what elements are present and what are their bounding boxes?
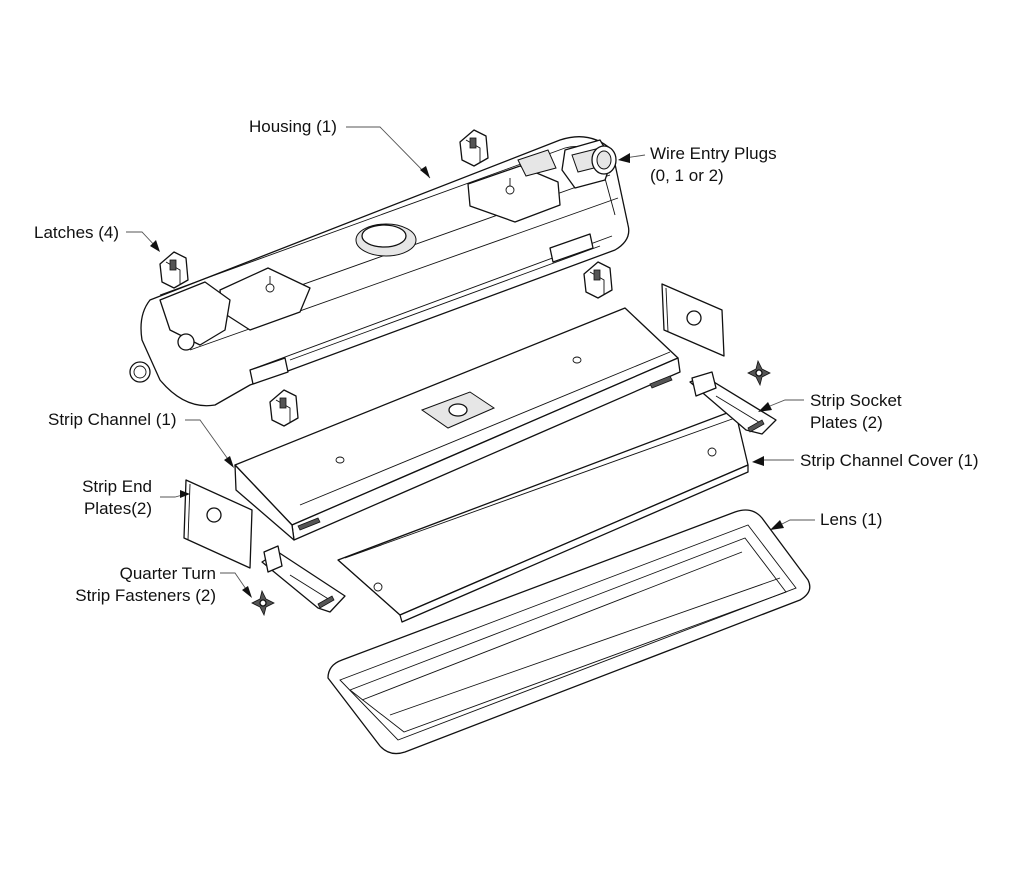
latch <box>459 129 489 167</box>
strip-socket-plate <box>261 545 346 613</box>
label-quarter-turn-fasteners: Quarter Turn Strip Fasteners (2) <box>75 564 216 605</box>
strip-end-plate <box>661 283 725 357</box>
latch <box>583 261 613 299</box>
label-lens: Lens (1) <box>820 510 883 529</box>
lens <box>327 509 811 755</box>
strip-channel <box>234 307 681 541</box>
strip-socket-plate <box>689 371 777 435</box>
label-wire-entry-plugs: Wire Entry Plugs (0, 1 or 2) <box>650 144 777 185</box>
leader-lines <box>126 126 815 598</box>
label-strip-channel: Strip Channel (1) <box>48 410 177 429</box>
label-strip-channel-cover: Strip Channel Cover (1) <box>800 451 979 470</box>
label-strip-socket-plates: Strip Socket Plates (2) <box>810 391 902 432</box>
latch <box>159 251 189 289</box>
strip-channel-cover <box>337 409 749 623</box>
wire-entry-plug <box>591 145 617 175</box>
housing <box>129 136 630 407</box>
label-latches: Latches (4) <box>34 223 120 242</box>
strip-end-plate <box>183 479 253 569</box>
label-strip-end-plates: Strip End Plates(2) <box>82 477 152 518</box>
latch <box>269 389 299 427</box>
quarter-turn-fastener <box>251 589 275 617</box>
label-housing: Housing (1) <box>249 117 337 136</box>
quarter-turn-fastener <box>747 359 771 387</box>
